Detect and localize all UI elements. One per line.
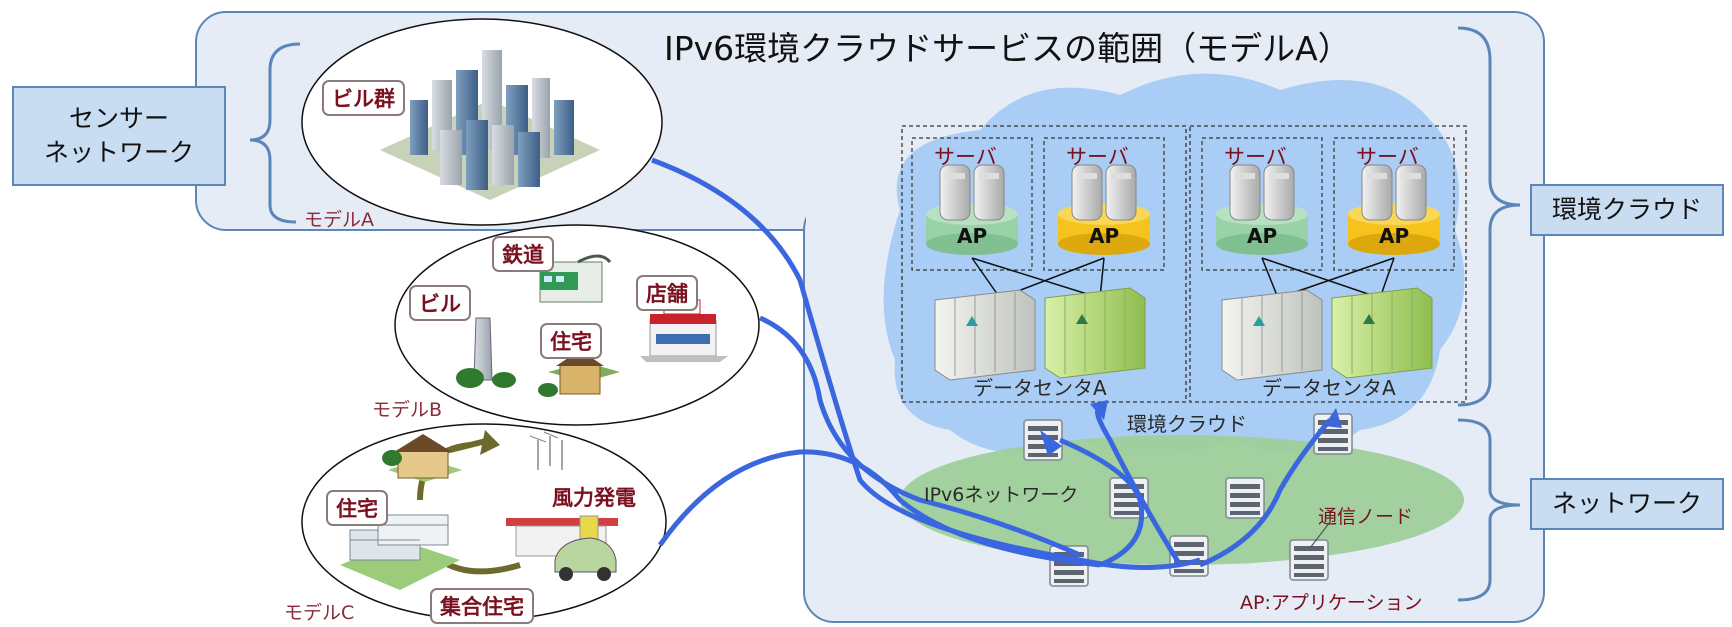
network-node-icon-7 (1289, 539, 1329, 581)
node-leader-line (1309, 521, 1331, 549)
network-brace (1457, 418, 1521, 602)
wind-turbine-illustration (529, 431, 563, 470)
diagram-title: IPv6環境クラウドサービスの範囲（モデルA） (664, 29, 1351, 68)
link-curves (651, 157, 1332, 570)
env-cloud-box: 環境クラウド (1530, 184, 1724, 236)
network-node-icon-1 (1023, 419, 1063, 461)
rack-white-1 (934, 289, 1036, 381)
cloud-brace (1457, 26, 1521, 407)
server-label-1: サーバ (934, 145, 997, 169)
car-illustration (554, 537, 617, 581)
tag-wind-power: 風力発電 (552, 486, 636, 510)
server-label-4: サーバ (1356, 145, 1419, 169)
ap-label-1: AP (957, 224, 988, 248)
server-label-3: サーバ (1224, 145, 1287, 169)
server-box-4 (1333, 137, 1455, 271)
tag-railway: 鉄道 (492, 236, 554, 272)
sensor-network-box: センサー ネットワーク (12, 86, 226, 186)
sensor-network-line2: ネットワーク (43, 138, 194, 167)
ap-label-2: AP (1089, 224, 1120, 248)
network-box: ネットワーク (1530, 478, 1724, 530)
network-node-icon-3 (1225, 477, 1265, 519)
house-illustration-b (538, 350, 620, 397)
cloud-label: 環境クラウド (1127, 412, 1247, 436)
network-side-label: ネットワーク (1551, 489, 1702, 519)
server-label-2: サーバ (1066, 145, 1129, 169)
ap-label-4: AP (1379, 224, 1410, 248)
model-c-label: モデルC (284, 602, 355, 624)
tower-illustration (456, 317, 516, 388)
railway-illustration (539, 254, 612, 303)
tag-building: ビル (409, 285, 471, 321)
building-cluster-illustration (380, 50, 600, 200)
apartment-illustration (340, 514, 460, 590)
datacenter-label-2: データセンタA (1262, 376, 1396, 400)
tag-apartment: 集合住宅 (430, 588, 534, 624)
server-box-1 (911, 137, 1033, 271)
house-illustration-c (382, 434, 462, 482)
link-arrowheads (1040, 400, 1342, 456)
model-b-label: モデルB (372, 399, 443, 421)
server-box-3 (1201, 137, 1323, 271)
sensor-brace (249, 42, 301, 224)
ap-application-note: AP:アプリケーション (1240, 592, 1423, 614)
ap-label-3: AP (1247, 224, 1278, 248)
datacenter-box-1 (901, 125, 1187, 403)
datacenter-label-1: データセンタA (973, 376, 1107, 400)
datacenter-box-2 (1189, 125, 1467, 403)
model-a-label: モデルA (304, 209, 374, 231)
tag-building-cluster: ビル群 (322, 80, 405, 116)
network-ellipse (900, 435, 1464, 565)
ipv6-network-label: IPv6ネットワーク (924, 484, 1079, 506)
comm-node-label: 通信ノード (1318, 506, 1414, 528)
rack-white-2 (1221, 289, 1323, 381)
tag-house-b: 住宅 (540, 323, 602, 359)
env-cloud-label: 環境クラウド (1551, 195, 1702, 225)
rack-green-2 (1331, 287, 1433, 379)
rack-green-1 (1044, 287, 1146, 379)
tag-house-c: 住宅 (326, 490, 388, 526)
sensor-network-line1: センサー (68, 104, 169, 134)
tag-store: 店舗 (636, 275, 698, 311)
server-box-2 (1043, 137, 1165, 271)
